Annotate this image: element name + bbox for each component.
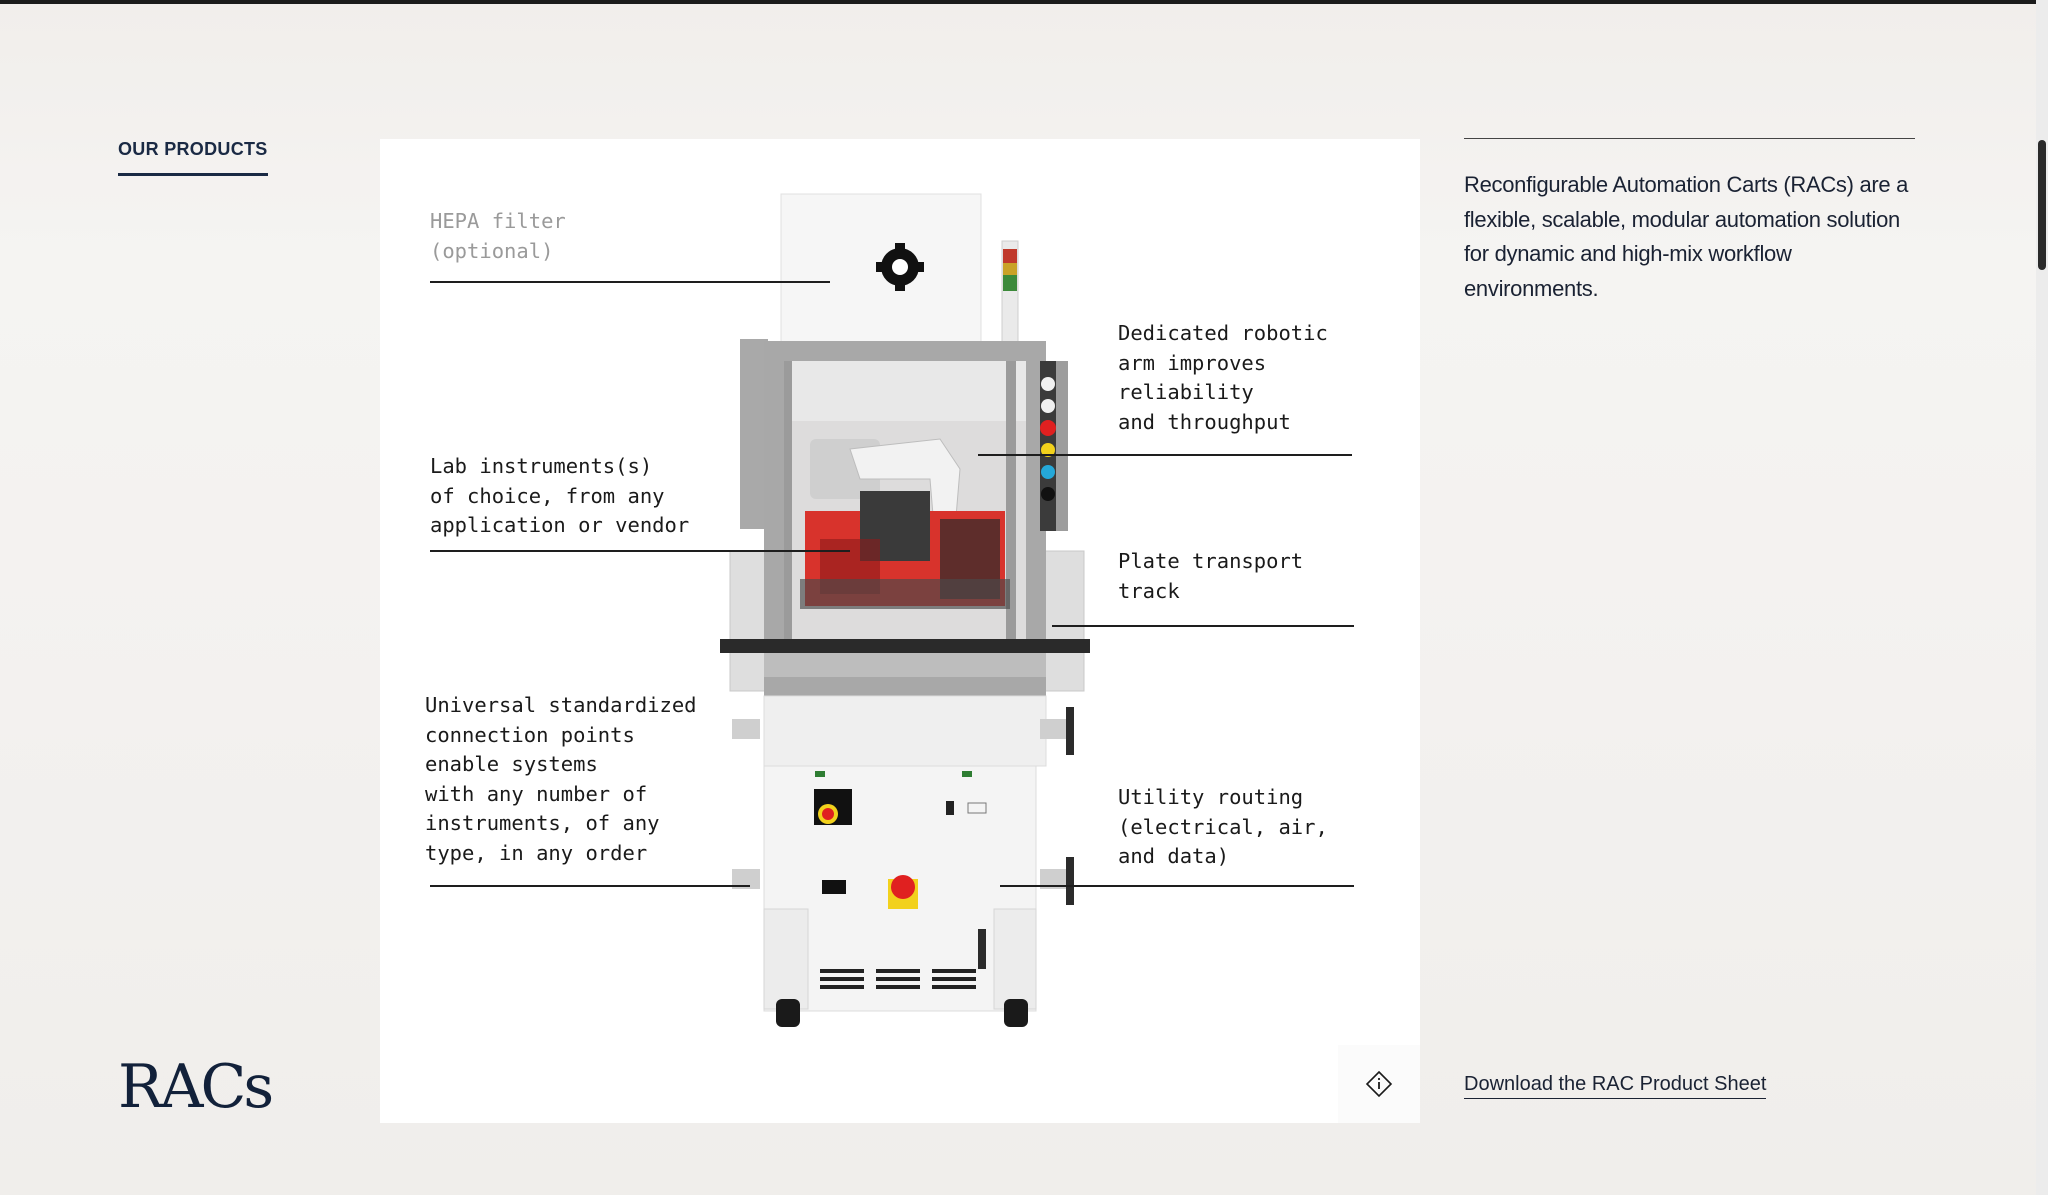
leader-line-lab-instruments	[430, 550, 850, 552]
leader-line-hepa	[430, 281, 830, 283]
leader-line-plate-track	[1052, 625, 1354, 627]
rac-cart-illustration	[720, 193, 1090, 1027]
callout-hepa-filter: HEPA filter (optional)	[430, 209, 566, 263]
info-diamond-icon	[1365, 1070, 1393, 1098]
callout-plate-transport-track: Plate transport track	[1118, 549, 1304, 603]
scrollbar-thumb[interactable]	[2038, 140, 2046, 270]
download-product-sheet-link[interactable]: Download the RAC Product Sheet	[1464, 1073, 1767, 1099]
scrollbar-track[interactable]	[2036, 0, 2048, 1195]
callout-connection-points: Universal standardized connection points…	[425, 693, 697, 865]
product-description: Reconfigurable Automation Carts (RACs) a…	[1464, 172, 1909, 301]
leader-line-connection-points	[430, 885, 750, 887]
leader-line-robotic-arm	[978, 454, 1352, 456]
leader-line-utility-routing	[1000, 885, 1354, 887]
section-tab-our-products[interactable]: OUR PRODUCTS	[118, 139, 268, 176]
callout-lab-instruments: Lab instruments(s) of choice, from any a…	[430, 454, 690, 537]
callout-utility-routing: Utility routing (electrical, air, and da…	[1118, 785, 1328, 868]
product-diagram-panel: HEPA filter (optional) Dedicated robotic…	[380, 139, 1420, 1123]
product-title: RACs	[118, 1052, 274, 1122]
top-border	[0, 0, 2036, 4]
callout-robotic-arm: Dedicated robotic arm improves reliabili…	[1118, 321, 1328, 434]
info-button[interactable]	[1338, 1045, 1420, 1123]
sidebar-divider	[1464, 138, 1915, 139]
